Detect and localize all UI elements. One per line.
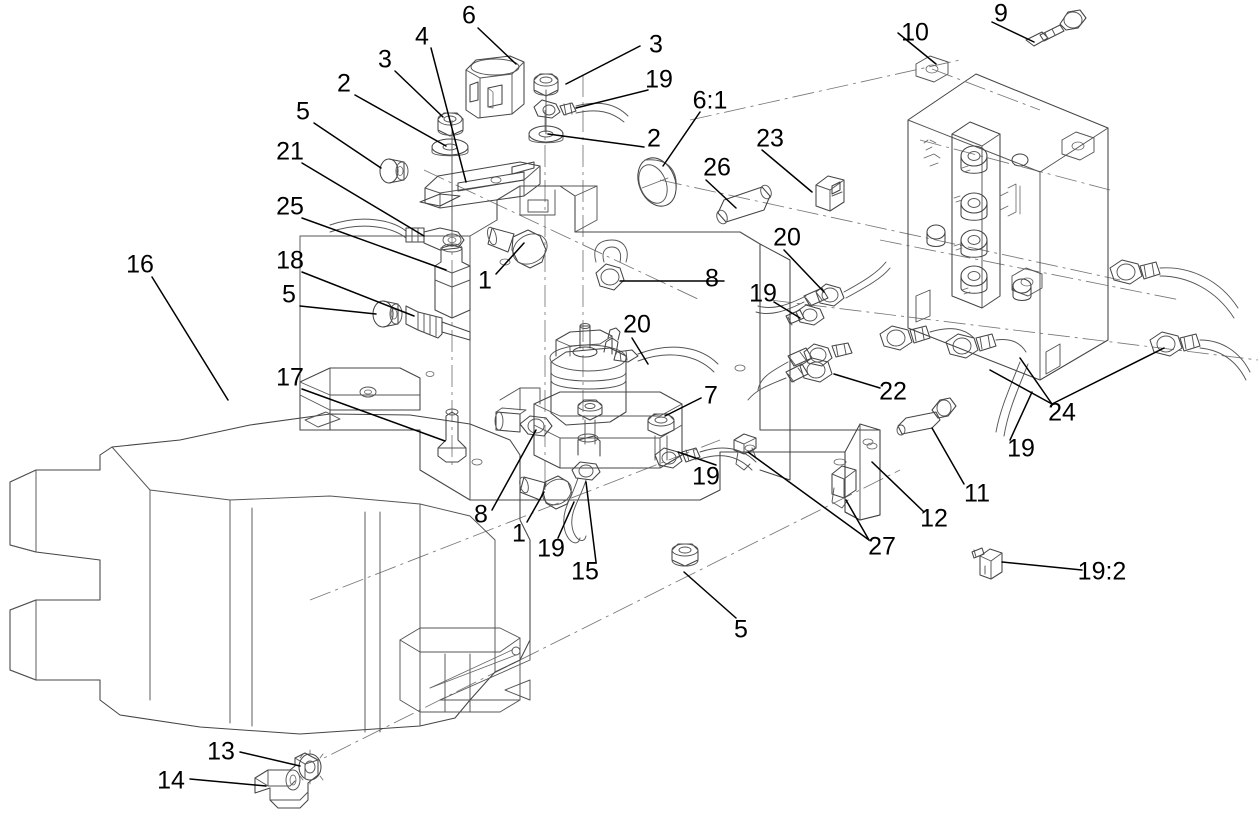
part-18-shoulder-screw — [405, 305, 471, 341]
part-16-fuel-tank — [9, 413, 531, 735]
part-9-hex-bolt — [1025, 9, 1087, 47]
callout-1: 1 — [512, 519, 526, 548]
part-24-cable-upper — [1109, 259, 1239, 319]
part-19-clamp-top — [533, 99, 629, 123]
callout-7: 7 — [704, 381, 718, 410]
callout-5: 5 — [282, 280, 296, 309]
callout-25: 25 — [276, 192, 304, 221]
part-17-push-rivet — [437, 408, 467, 463]
callout-15: 15 — [571, 557, 599, 586]
centerlines — [299, 59, 1258, 771]
part-5-isolator-lower — [671, 543, 699, 567]
callout-6-1: 6:1 — [692, 86, 728, 115]
callout-8: 8 — [705, 264, 719, 293]
small-posts — [926, 153, 1032, 302]
leader-lines — [151, 21, 1165, 787]
part-27-wire-clip-a — [733, 433, 757, 471]
part-10-electrical-panel — [907, 55, 1109, 381]
callout-11: 11 — [964, 479, 990, 508]
callout-2: 2 — [647, 124, 661, 153]
part-24-cable-mid — [945, 333, 1027, 359]
part-7-fuel-pump-assembly — [494, 323, 719, 481]
callout-20: 20 — [623, 310, 651, 339]
part-19-2-connector-clip — [971, 547, 1003, 580]
callout-10: 10 — [901, 18, 929, 47]
callout-16: 16 — [126, 250, 154, 279]
part-2-flat-washer — [431, 138, 469, 157]
callout-19: 19 — [692, 462, 720, 491]
part-22-ground-cable — [747, 357, 833, 401]
callout-9: 9 — [994, 0, 1008, 28]
callout-3: 3 — [378, 45, 392, 74]
callout-5: 5 — [734, 615, 748, 644]
part-20-cable-upper-right — [755, 261, 891, 315]
callout-5: 5 — [296, 97, 310, 126]
callout-18: 18 — [276, 246, 304, 275]
callout-12: 12 — [920, 504, 948, 533]
part-5-isolator-upper — [379, 158, 409, 184]
part-4-fuse-link — [419, 161, 541, 209]
part-24-cable-lower — [1149, 331, 1251, 381]
part-22-terminal-right — [879, 325, 975, 351]
callout-19-2: 19:2 — [1077, 557, 1127, 586]
callout-14: 14 — [157, 766, 185, 795]
callout-19: 19 — [645, 65, 673, 94]
callout-17: 17 — [276, 363, 304, 392]
callout-20: 20 — [773, 223, 801, 252]
callout-6: 6 — [462, 1, 476, 30]
callout-13: 13 — [207, 737, 235, 766]
part-11-shoulder-bolt — [896, 397, 957, 436]
callout-2: 2 — [337, 69, 351, 98]
callout-27: 27 — [868, 532, 896, 561]
callout-19: 19 — [749, 279, 777, 308]
part-6-1-solenoid-boot — [637, 157, 677, 207]
callout-19: 19 — [1007, 434, 1035, 463]
callout-4: 4 — [415, 22, 429, 51]
callout-1: 1 — [478, 266, 492, 295]
part-23-relay-connector — [815, 175, 845, 212]
part-12-mounting-bracket — [299, 176, 881, 521]
callout-24: 24 — [1048, 398, 1076, 427]
part-8-fitting-upper — [594, 239, 628, 291]
part-21-ring-terminal-lead — [329, 218, 465, 251]
part-27-wire-clip-b — [831, 458, 857, 509]
part-6-solenoid — [465, 55, 525, 119]
callout-22: 22 — [879, 377, 907, 406]
part-19-lead-down-right — [995, 361, 1029, 437]
callout-21: 21 — [276, 137, 304, 166]
callout-8: 8 — [474, 500, 488, 529]
part-26-sleeve-spacer — [716, 184, 772, 225]
terminal-posts — [960, 145, 988, 294]
part-19-clamp-pump-right — [654, 447, 757, 471]
callout-23: 23 — [756, 124, 784, 153]
callout-19: 19 — [537, 534, 565, 563]
part-14-drain-valve — [254, 752, 319, 809]
callout-26: 26 — [703, 153, 731, 182]
callout-3: 3 — [649, 30, 663, 59]
panel-symbols — [923, 139, 1021, 295]
